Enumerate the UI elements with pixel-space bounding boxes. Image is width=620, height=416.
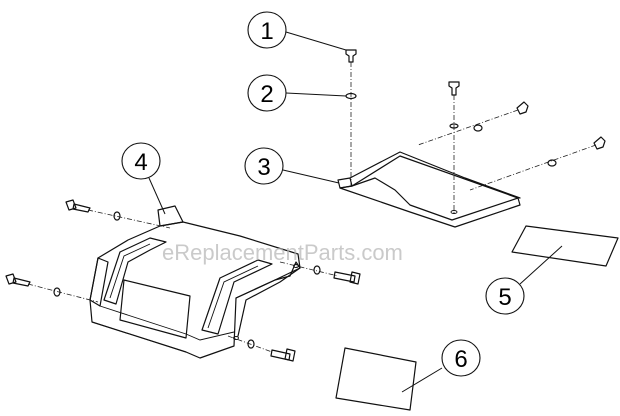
part-3-plate [337, 151, 521, 228]
housing-bolt-left [5, 273, 99, 303]
housing-bolt-right-middle [279, 261, 361, 285]
callout-2: 2 [247, 74, 347, 112]
housing-bolt-upper-left [65, 199, 171, 229]
watermark-text: eReplacementParts.com [162, 240, 403, 265]
callout-3-label: 3 [257, 154, 270, 181]
housing-bolt-right-bottom [227, 335, 296, 362]
callout-6: 6 [401, 339, 481, 393]
callout-5-label: 5 [498, 284, 511, 311]
plate-bolt-vertical [448, 81, 460, 214]
part-5-label [511, 225, 619, 267]
callout-4-label: 4 [134, 149, 147, 176]
plate-bolt-right [469, 136, 606, 191]
plate-bolt-upper-right [417, 101, 529, 146]
callout-5: 5 [485, 245, 563, 315]
callout-1-label: 1 [260, 18, 273, 45]
part-1-screw [345, 49, 357, 186]
callout-6-label: 6 [454, 346, 467, 373]
part-6-label [335, 347, 417, 411]
callout-1: 1 [247, 11, 347, 51]
callout-2-label: 2 [260, 81, 273, 108]
callout-3: 3 [244, 147, 340, 185]
callout-4: 4 [121, 142, 166, 215]
part-4-housing [89, 205, 301, 359]
